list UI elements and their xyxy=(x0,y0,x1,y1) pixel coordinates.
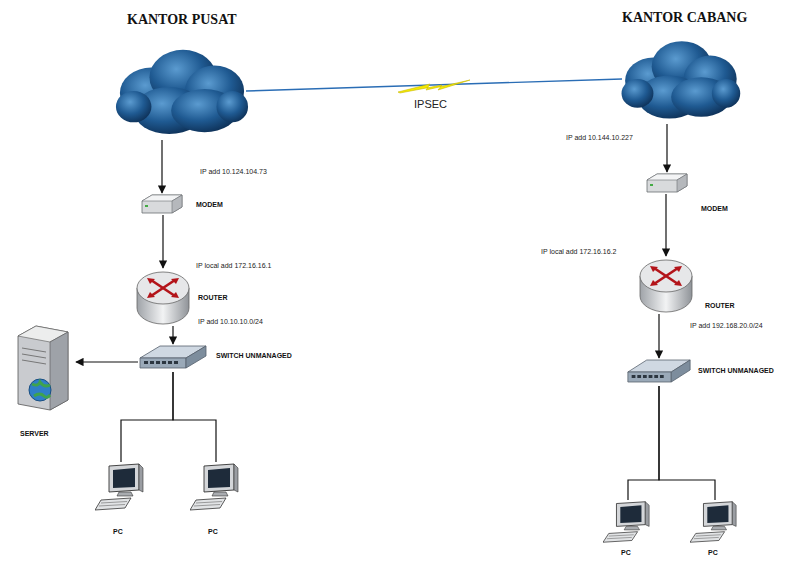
network-link xyxy=(173,372,216,462)
router-device: ROUTER xyxy=(638,256,694,314)
pc-device: PC xyxy=(190,462,242,512)
network-link xyxy=(172,326,173,344)
router-icon xyxy=(638,256,694,314)
network-link xyxy=(628,386,659,500)
switch-icon xyxy=(626,358,692,386)
modem-device: MODEM xyxy=(140,193,184,215)
device-label: SWITCH UNMANAGED xyxy=(216,352,292,359)
device-label: PC xyxy=(708,549,718,556)
pc-device: PC xyxy=(603,500,653,544)
lightning-bolt xyxy=(398,80,470,93)
device-label: SERVER xyxy=(20,430,49,437)
network-link xyxy=(659,386,715,500)
cloud-icon xyxy=(618,34,742,124)
vpn-link xyxy=(246,79,622,91)
device-label: MODEM xyxy=(701,205,728,212)
pc-icon xyxy=(690,500,740,544)
switch-icon xyxy=(138,344,208,372)
device-label: MODEM xyxy=(196,201,223,208)
router-icon xyxy=(135,268,191,326)
device-label: PC xyxy=(208,528,218,535)
ip-address-label: IP local add 172.16.16.1 xyxy=(196,262,271,269)
network-link xyxy=(76,361,138,362)
modem-icon xyxy=(645,172,689,194)
network-link xyxy=(658,314,659,358)
site-cloud: KANTOR PUSAT xyxy=(112,42,250,140)
switch-device: SWITCH UNMANAGED xyxy=(138,344,208,372)
network-link xyxy=(161,140,162,193)
pc-icon xyxy=(190,462,242,512)
device-label: ROUTER xyxy=(198,294,228,301)
network-link xyxy=(665,194,666,256)
device-label: ROUTER xyxy=(705,302,735,309)
site-title: KANTOR PUSAT xyxy=(127,12,237,28)
ip-address-label: IP add 192.168.20.0/24 xyxy=(690,322,763,329)
cloud-icon xyxy=(112,42,250,140)
pc-icon xyxy=(95,462,147,512)
site-cloud: KANTOR CABANG xyxy=(618,34,742,124)
ip-address-label: IP local add 172.16.16.2 xyxy=(541,248,616,255)
ip-address-label: IP add 10.124.104.73 xyxy=(200,168,267,175)
pc-icon xyxy=(603,500,653,544)
switch-device: SWITCH UNMANAGED xyxy=(626,358,692,386)
site-title: KANTOR CABANG xyxy=(622,10,747,26)
pc-device: PC xyxy=(95,462,147,512)
modem-device: MODEM xyxy=(645,172,689,194)
network-link xyxy=(162,215,163,268)
link-label: IPSEC xyxy=(412,98,449,110)
ip-address-label: IP add 10.10.10.0/24 xyxy=(198,318,263,325)
device-label: PC xyxy=(621,549,631,556)
server-icon xyxy=(10,322,76,412)
pc-device: PC xyxy=(690,500,740,544)
device-label: SWITCH UNMANAGED xyxy=(698,367,774,374)
ip-address-label: IP add 10.144.10.227 xyxy=(566,134,633,141)
server-device: SERVER xyxy=(10,322,76,412)
device-label: PC xyxy=(113,528,123,535)
network-link xyxy=(121,372,173,462)
network-link xyxy=(666,124,667,172)
modem-icon xyxy=(140,193,184,215)
router-device: ROUTER xyxy=(135,268,191,326)
